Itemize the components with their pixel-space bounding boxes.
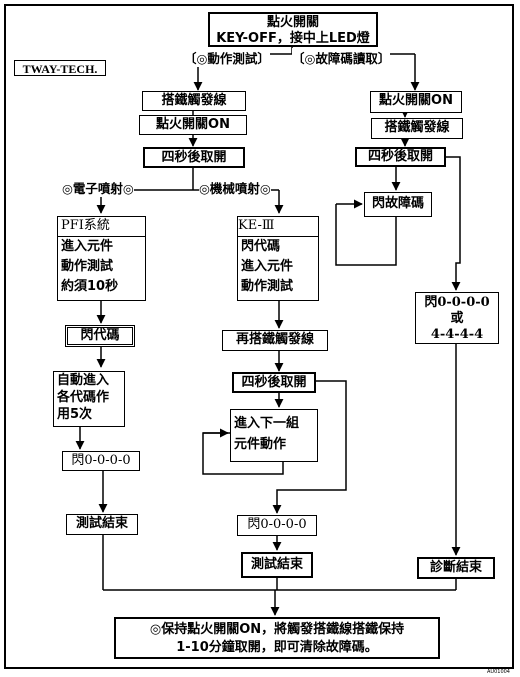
pfi-auto-line-2: 各代碼作 [57,390,110,405]
brand-logo: TWAY-TECH. [14,60,106,76]
fault-result-box: 閃0-0-0-0 或 4-4-4-4 [415,292,499,344]
fault-wait-4s-box: 四秒後取開 [355,147,446,167]
ke-line-1: 閃代碼 [241,239,281,254]
ke-line-2: 進入元件 [241,259,294,274]
ke-title: KE-Ⅲ [238,217,318,237]
mech-label: ◎機械噴射◎ [199,178,271,197]
ke-end-box: 測試結束 [241,552,313,578]
pfi-line-3: 約須10秒 [61,279,119,294]
diagram-frame [4,4,514,669]
pfi-auto-line-1: 自動進入 [57,373,110,388]
fault-end-box: 診斷結束 [417,557,495,579]
pfi-line-2: 動作測試 [61,259,114,274]
fault-connect-trigger-box: 搭鐵觸發線 [371,118,463,139]
wait-4s-box: 四秒後取開 [143,147,245,168]
pfi-title: PFI系統 [58,217,145,237]
start-line2: KEY-OFF，接中上LED燈 [216,31,370,46]
connect-trigger-box: 搭鐵觸發線 [142,91,246,111]
branch-label-action-test: 〔◎動作測試〕 [184,48,270,67]
ke-box: KE-Ⅲ 閃代碼 進入元件 動作測試 [237,216,319,301]
pfi-auto-box: 自動進入 各代碼作 用5次 [53,371,125,427]
start-line1: 點火開關 [266,15,319,30]
ke-line-3: 動作測試 [241,279,294,294]
ke-next-group-box: 進入下一組 元件動作 [230,409,318,462]
ke-next-line-1: 進入下一組 [234,416,300,431]
start-box: 點火開關 KEY-OFF，接中上LED燈 [208,12,378,47]
branch-label-fault-read: 〔◎故障碼讀取〕 [292,48,391,67]
pfi-end-box: 測試結束 [66,514,138,535]
final-note-box: ◎保持點火開關ON，將觸發搭鐵線搭鐵保持 1-10分鐘取開，即可清除故障碼。 [114,617,440,659]
ke-next-line-2: 元件動作 [234,437,287,452]
pfi-auto-line-3: 用5次 [57,407,93,422]
final-note-line-2: 1-10分鐘取開，即可清除故障碼。 [176,640,378,655]
final-note-line-1: ◎保持點火開關ON，將觸發搭鐵線搭鐵保持 [149,622,405,637]
fault-result-line-1: 閃0-0-0-0 [424,295,490,310]
ke-wait-box: 四秒後取開 [232,372,316,393]
pfi-line-1: 進入元件 [61,239,114,254]
ke-flash-zero-box: 閃0-0-0-0 [237,515,317,536]
ke-reconnect-box: 再搭鐵觸發線 [222,330,328,351]
fault-result-line-3: 4-4-4-4 [430,327,484,342]
pfi-flash-code-box: 閃代碼 [65,325,135,347]
efi-label: ◎電子噴射◎ [62,178,134,197]
figure-code: AU01004 [487,669,510,675]
pfi-box: PFI系統 進入元件 動作測試 約須10秒 [57,216,146,301]
ignition-on-box: 點火開關ON [139,115,247,135]
pfi-flash-zero-box: 閃0-0-0-0 [62,451,140,471]
fault-ignition-on-box: 點火開關ON [370,91,462,113]
flash-fault-code-box: 閃故障碼 [364,192,432,217]
fault-result-line-2: 或 [450,311,464,326]
